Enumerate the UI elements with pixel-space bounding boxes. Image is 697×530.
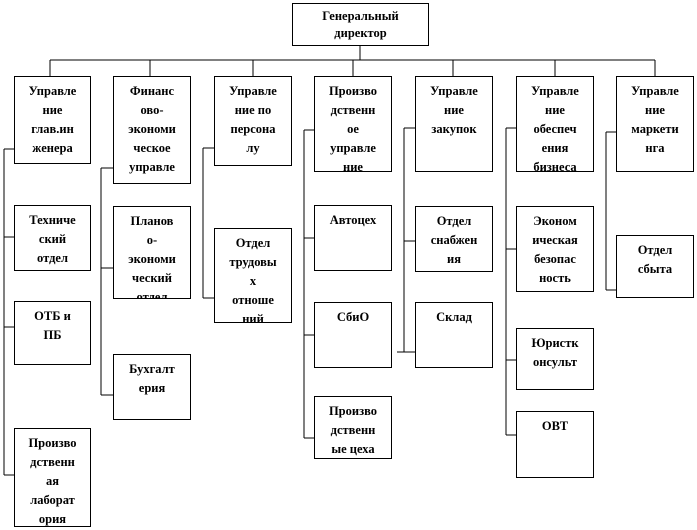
node-label-line: ия <box>447 252 461 266</box>
node-label-line: персона <box>230 122 276 136</box>
node-label-line: ние <box>444 103 464 117</box>
node-label-line: Произво <box>28 436 77 450</box>
node-label-line: Управле <box>229 84 277 98</box>
node-label-line: ое <box>347 122 359 136</box>
node-label-line: безопас <box>534 252 576 266</box>
node-label-line: Финанс <box>129 84 175 98</box>
node-sales-dept: Отдел сбыта <box>616 235 694 298</box>
node-legal-counsel: Юристк онсульт <box>516 328 594 390</box>
node-label-line: Управле <box>531 84 579 98</box>
node-label-line: Склад <box>436 310 472 324</box>
node-label-line: управле <box>129 160 175 174</box>
node-label-line: женера <box>32 141 73 155</box>
node-business-security-dept: Управле ние обеспеч ения бизнеса <box>516 76 594 172</box>
node-economic-security: Эконом ическая безопас ность <box>516 206 594 292</box>
node-general-director: Генеральный директор <box>292 3 429 46</box>
node-label-line: х <box>249 274 257 288</box>
node-accounting: Бухгалт ерия <box>113 354 191 420</box>
node-purchasing-dept: Управле ние закупок <box>415 76 493 172</box>
node-label-line: Управле <box>631 84 679 98</box>
node-label-line: Юристк <box>531 336 579 350</box>
node-label-line: ая <box>45 474 59 488</box>
node-label-line: лаборат <box>30 493 75 507</box>
node-label-line: лу <box>246 141 260 155</box>
node-warehouse: Склад <box>415 302 493 368</box>
node-label-line: ПБ <box>43 328 62 342</box>
node-production-dept: Произво дственн ое управле ние <box>314 76 392 172</box>
node-label-line: снабжен <box>430 233 478 247</box>
node-label-line: трудовы <box>229 255 277 269</box>
node-label-line: ние <box>545 103 565 117</box>
node-supply-dept: Отдел снабжен ия <box>415 206 493 272</box>
node-label-line: Управле <box>430 84 478 98</box>
node-label-line: ово- <box>140 103 164 117</box>
node-labor-relations-dept: Отдел трудовы х отноше ний <box>214 228 292 323</box>
node-label-line: закупок <box>431 122 477 136</box>
node-label-line: экономи <box>128 252 176 266</box>
node-finance-economic-dept: Финанс ово-экономи ческое управле ние <box>113 76 191 184</box>
node-label-line: отдел <box>136 290 168 299</box>
node-label-line: Планов <box>130 214 174 228</box>
node-label-line: дственн <box>330 103 376 117</box>
node-label-line: отноше <box>232 293 274 307</box>
node-sbio: СбиО <box>314 302 392 368</box>
node-production-lab: Произво дственн ая лаборат ория <box>14 428 91 527</box>
node-marketing-dept: Управле ние маркети нга <box>616 76 694 172</box>
node-label-line: ерия <box>138 381 166 395</box>
node-label-line: обеспеч <box>533 122 577 136</box>
node-label-line: СбиО <box>336 310 370 324</box>
node-label-line: глав.ин <box>31 122 74 136</box>
node-label-line: ние <box>117 177 187 183</box>
node-label-line: ория <box>38 512 67 526</box>
node-chief-engineer-dept: Управле ние глав.ин женера <box>14 76 91 164</box>
node-planning-economic-dept: Планов о-экономи ческий отдел <box>113 206 191 299</box>
node-label-line: ние <box>42 103 63 117</box>
node-label-line: ность <box>539 271 571 285</box>
node-autoshop: Автоцех <box>314 205 392 271</box>
node-label-line: экономи <box>128 122 176 136</box>
node-label-line: ения <box>541 141 569 155</box>
node-label-line: ческое <box>133 141 171 155</box>
node-label-line: Произво <box>328 404 378 418</box>
node-label-line: сбыта <box>637 262 673 276</box>
node-label-line: отдел <box>37 251 68 265</box>
node-ovt: ОВТ <box>516 411 594 478</box>
node-label-line: ОВТ <box>541 419 569 433</box>
node-label-line: дственн <box>30 455 75 469</box>
node-label-line: маркети <box>631 122 679 136</box>
node-label-line: управле <box>330 141 376 155</box>
node-label-line: ние <box>343 160 363 172</box>
node-label-line: ние <box>645 103 665 117</box>
node-label-line: Эконом <box>533 214 577 228</box>
node-otb-pb: ОТБ и ПБ <box>14 301 91 365</box>
node-label-line: Генеральный <box>322 9 399 23</box>
node-label-line: о- <box>146 233 158 247</box>
node-label-line: Отдел <box>235 236 271 250</box>
node-label-line: ые цеха <box>331 442 375 456</box>
node-label-line: ский <box>38 232 67 246</box>
node-label-line: Управле <box>28 84 77 98</box>
node-personnel-dept: Управле ние по персона лу <box>214 76 292 166</box>
node-label-line: ОТБ и <box>34 309 71 323</box>
node-label-line: нга <box>645 141 665 155</box>
node-label-line: Бухгалт <box>129 362 175 376</box>
node-label-line: Техниче <box>29 213 76 227</box>
node-technical-dept: Техниче ский отдел <box>14 205 91 271</box>
node-label-line: Произво <box>328 84 378 98</box>
node-production-shops: Произво дственн ые цеха <box>314 396 392 459</box>
node-label-line: директор <box>334 26 387 40</box>
node-label-line: Отдел <box>637 243 673 257</box>
node-label-line: онсульт <box>532 355 578 369</box>
node-label-line: ическая <box>532 233 578 247</box>
node-label-line: дственн <box>330 423 376 437</box>
node-label-line: Отдел <box>436 214 472 228</box>
node-label-line: Автоцех <box>329 213 377 227</box>
node-label-line: ческий <box>132 271 172 285</box>
node-label-line: ний <box>242 312 264 323</box>
node-label-line: бизнеса <box>533 160 577 172</box>
node-label-line: ние по <box>234 103 272 117</box>
